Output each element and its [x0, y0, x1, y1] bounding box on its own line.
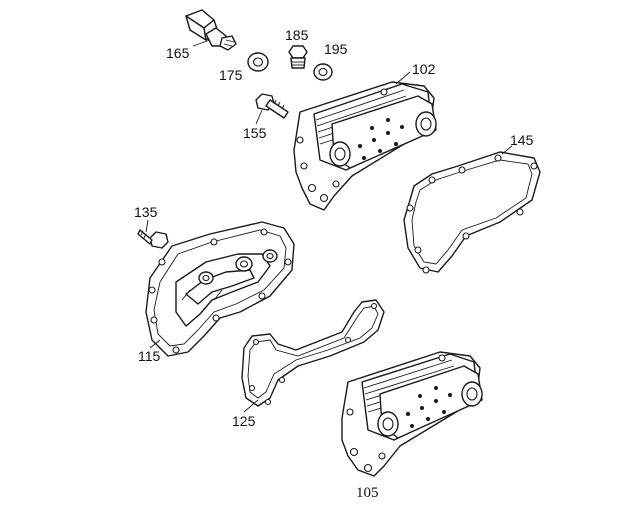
callout-145: 145 [510, 132, 534, 148]
leader-125 [243, 399, 259, 413]
callout-195: 195 [324, 41, 348, 57]
callout-165: 165 [166, 45, 190, 61]
callout-102: 102 [412, 61, 436, 77]
leader-165 [192, 39, 211, 47]
callout-115: 115 [138, 348, 161, 364]
callout-135: 135 [134, 204, 158, 220]
part-125-gasket[interactable] [241, 299, 385, 407]
part-165-sensor[interactable] [185, 9, 237, 51]
part-155-bolt[interactable] [255, 93, 289, 119]
part-105-oil-cooler[interactable] [341, 351, 483, 477]
callout-105: 105 [356, 485, 379, 501]
leader-135 [145, 219, 149, 233]
part-145-gasket[interactable] [403, 151, 541, 274]
leader-115 [149, 339, 161, 349]
part-195-seal-ring[interactable] [313, 63, 333, 81]
part-102-oil-cooler[interactable] [293, 81, 437, 211]
callout-125: 125 [232, 413, 256, 429]
callout-175: 175 [219, 67, 243, 83]
leader-102 [395, 71, 411, 85]
part-175-washer[interactable] [247, 52, 269, 72]
leader-145 [501, 145, 513, 155]
callout-155: 155 [243, 125, 267, 141]
part-185-plug[interactable] [288, 45, 308, 69]
part-115-housing-plate[interactable] [145, 221, 295, 357]
callout-185: 185 [285, 27, 309, 43]
part-135-bolt[interactable] [137, 229, 169, 249]
leader-155 [255, 109, 263, 125]
